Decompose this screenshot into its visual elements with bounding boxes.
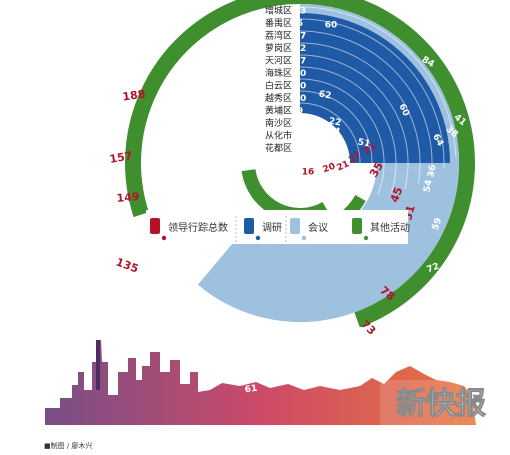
category-label: 荔湾区 — [265, 30, 292, 42]
other-value-label: 48 — [283, 364, 296, 374]
watermark-text: 新快报 — [396, 387, 486, 422]
legend-label: 会议 — [308, 221, 328, 234]
ring-separator — [299, 138, 325, 180]
legend-dot — [363, 235, 369, 241]
credit-text: ■制图 / 廖木兴 — [44, 441, 92, 450]
canton-tower — [96, 340, 100, 390]
meeting-value-label: 51 — [357, 137, 371, 149]
ring-separator — [299, 30, 433, 177]
other-value-label: 72 — [426, 262, 441, 276]
category-label: 黄埔区 — [265, 105, 292, 117]
other-inner-arc — [241, 168, 330, 222]
total-value-label: 149 — [116, 190, 140, 205]
other-inner-label: 21 — [335, 159, 351, 173]
ring-separator — [299, 66, 397, 193]
ring-separator — [299, 126, 337, 186]
other-activities-ring — [125, 0, 476, 328]
ring-separator — [299, 6, 457, 158]
category-label: 萝岗区 — [265, 43, 292, 54]
research-value-label: 27 — [294, 57, 307, 67]
city-skyline — [45, 340, 476, 425]
flag-person-icon — [352, 218, 362, 234]
category-label: 海珠区 — [265, 67, 292, 79]
category-label: 花都区 — [265, 142, 292, 154]
other-value-label: 61 — [244, 384, 258, 396]
legend-dot — [161, 235, 167, 241]
research-value-label: 1 — [297, 144, 303, 154]
total-value-label: 45 — [388, 185, 405, 204]
research-value-label: 37 — [294, 32, 307, 42]
research-value-label: 30 — [294, 69, 307, 79]
total-value-label: 135 — [114, 255, 140, 275]
ring-separator — [299, 78, 385, 195]
research-ring-block — [298, 13, 450, 165]
research-value-label: 10 — [294, 119, 307, 129]
category-label: 天河区 — [265, 55, 292, 67]
research-value-label: 10 — [294, 82, 307, 92]
other-value-label: 36 — [426, 164, 438, 178]
legend-dot — [301, 235, 307, 241]
ring-separator — [299, 42, 421, 184]
people-red-icon — [150, 218, 160, 234]
category-label: 增城区 — [265, 5, 292, 17]
meeting-value-label: 60 — [396, 102, 410, 118]
meeting-value-label: 14 — [327, 125, 341, 137]
other-inner-label: 16 — [302, 168, 315, 178]
other-inner-label: 20 — [322, 162, 337, 176]
research-value-label: 5 — [297, 19, 303, 29]
meeting-value-label: 62 — [318, 89, 332, 101]
ring-separator — [299, 90, 373, 195]
research-value-label: 10 — [294, 94, 307, 104]
research-value-label: 32 — [294, 44, 307, 54]
legend-label: 其他活动 — [370, 221, 410, 234]
people-blue-icon — [244, 218, 254, 234]
category-label: 从化市 — [265, 130, 292, 142]
total-value-label: 188 — [122, 87, 147, 103]
legend-dot — [255, 235, 261, 241]
meeting-icon — [290, 218, 300, 234]
other-value-label: 63 — [289, 377, 302, 387]
watermark-bg — [380, 380, 502, 426]
ring-separator — [299, 18, 445, 169]
category-label: 白云区 — [265, 80, 292, 92]
category-label: 番禺区 — [265, 17, 292, 29]
research-value-label: 9 — [297, 107, 303, 117]
ring-separator — [299, 102, 361, 194]
total-value-label: 157 — [108, 149, 133, 166]
meeting-value-label: 22 — [328, 116, 342, 128]
legend-label: 领导行踪总数 — [168, 221, 228, 234]
ring-separator — [299, 54, 409, 190]
category-label: 南沙区 — [265, 117, 292, 129]
research-value-label: 4 — [297, 132, 303, 142]
other-value-label: 54 — [422, 179, 434, 193]
other-value-label: 59 — [431, 217, 445, 232]
legend-label: 调研 — [262, 222, 282, 234]
category-label: 越秀区 — [265, 92, 292, 104]
ring-separator — [299, 114, 349, 191]
meeting-value-label: 60 — [325, 21, 338, 31]
research-value-label: 23 — [294, 7, 307, 17]
